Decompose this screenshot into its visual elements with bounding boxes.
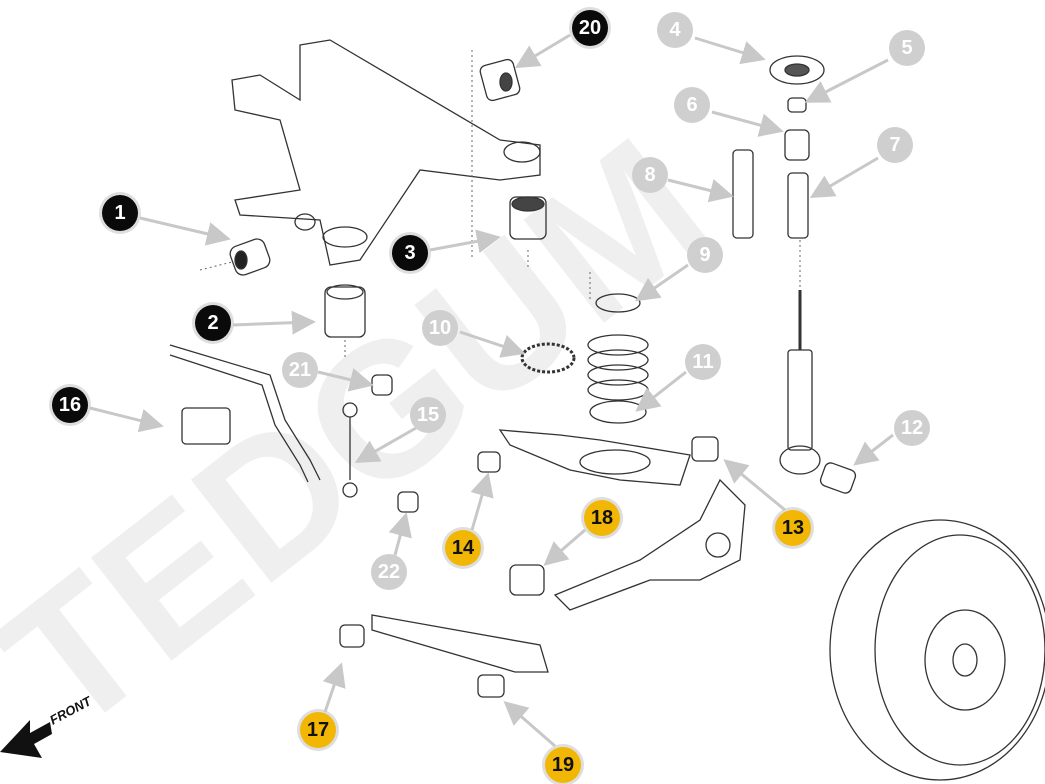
callout-8: 8 (632, 157, 668, 193)
callout-9: 9 (687, 237, 723, 273)
bushing-22 (397, 491, 419, 513)
lateral-link (371, 614, 549, 673)
callout-11: 11 (685, 344, 721, 380)
callout-19: 19 (545, 747, 581, 783)
callout-3: 3 (392, 235, 428, 271)
spring-seat-9 (595, 293, 641, 313)
front-arrow-icon (0, 720, 52, 758)
bushing-18 (509, 564, 545, 596)
callout-12: 12 (894, 410, 930, 446)
callout-21: 21 (282, 352, 318, 388)
bump-stop-6 (784, 129, 810, 161)
coil-spring (587, 334, 649, 401)
bearing-10 (520, 342, 576, 374)
parts (169, 39, 1045, 781)
callout-17: 17 (300, 712, 336, 748)
shock-absorber (787, 349, 813, 451)
callout-2: 2 (195, 305, 231, 341)
stabilizer-bushing-16 (181, 407, 231, 445)
callout-18: 18 (584, 500, 620, 536)
bushing-19 (477, 674, 505, 698)
wheel-tire (829, 519, 1045, 781)
bushing-14 (477, 451, 501, 473)
bushing-3 (509, 196, 547, 240)
callout-arrows (89, 33, 894, 748)
callout-10: 10 (422, 310, 458, 346)
dust-boot-8 (732, 149, 754, 239)
bushing-20 (479, 58, 521, 102)
callout-6: 6 (674, 87, 710, 123)
callout-22: 22 (371, 554, 407, 590)
stabilizer-bar (169, 344, 321, 481)
bushing-13 (691, 436, 719, 462)
spring-seat-11 (589, 400, 647, 424)
callout-15: 15 (410, 397, 446, 433)
bushing-5 (787, 97, 807, 113)
dust-boot-7 (787, 172, 809, 239)
trailing-arm (553, 478, 746, 611)
callout-20: 20 (572, 10, 608, 46)
bushing-17 (339, 624, 365, 648)
callout-4: 4 (657, 12, 693, 48)
bushing-1 (229, 238, 271, 276)
strut-mount-4 (769, 55, 825, 85)
callout-13: 13 (775, 510, 811, 546)
callout-7: 7 (877, 127, 913, 163)
callout-1: 1 (102, 195, 138, 231)
bushing-2 (324, 284, 366, 338)
callout-14: 14 (445, 530, 481, 566)
callout-5: 5 (889, 30, 925, 66)
upper-control-arm (231, 39, 541, 266)
callout-16: 16 (52, 387, 88, 423)
bushing-12 (819, 462, 857, 494)
lower-spring-arm (498, 429, 691, 486)
